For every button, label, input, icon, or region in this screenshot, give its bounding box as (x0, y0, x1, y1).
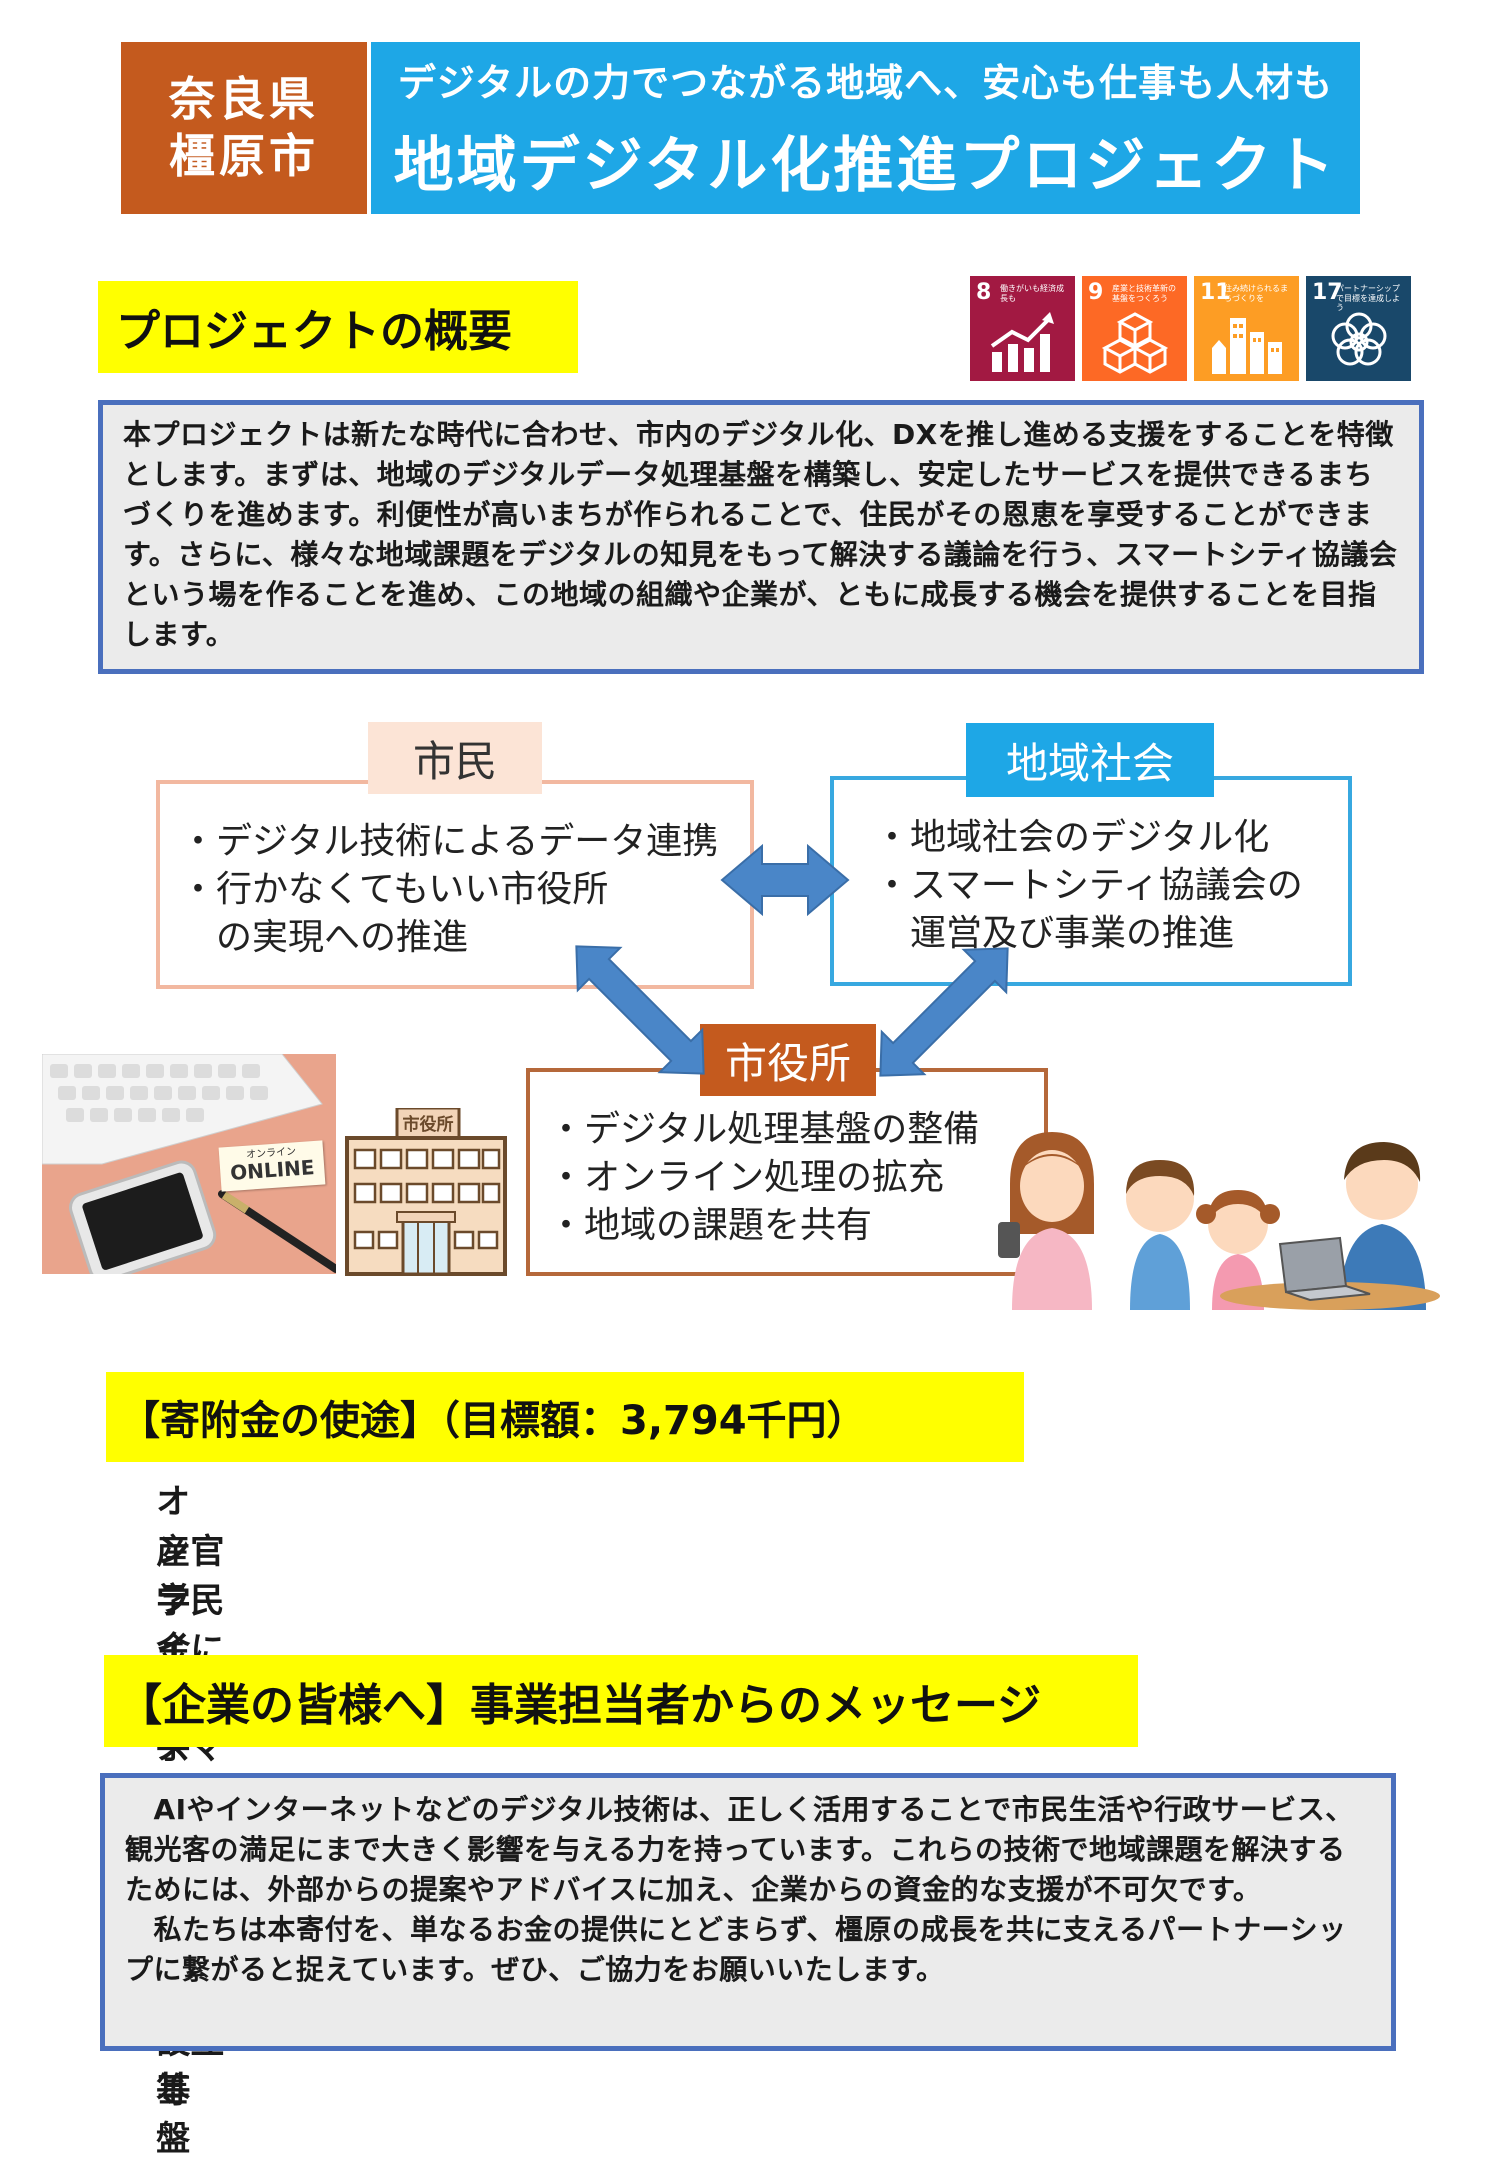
page-title: 地域デジタル化推進プロジェクト (393, 131, 1338, 201)
sdg-label: 住み続けられるまちづくりを (1224, 284, 1288, 303)
online-card-text: ONLINE (229, 1155, 316, 1185)
city-icon (1212, 318, 1282, 374)
online-card: オンライン ONLINE (218, 1140, 326, 1192)
citizens-label-text: 市民 (412, 736, 497, 786)
message-heading-text: 【企業の皆様へ】事業担当者からのメッセージ (118, 1680, 1042, 1731)
sdg-goal-9-icon: 9 産業と技術革新の基盤をつくろう (1082, 276, 1187, 381)
building-sign: 市役所 (402, 1115, 454, 1135)
cityhall-label: 市役所 (700, 1024, 876, 1096)
growth-chart-icon (990, 312, 1054, 372)
cityhall-item: ・地域の課題を共有 (548, 1205, 873, 1246)
overview-text: 本プロジェクトは新たな時代に合わせ、市内のデジタル化、DXを推し進める支援をする… (123, 418, 1398, 651)
building-icon (345, 1106, 507, 1276)
community-items: ・地域社会のデジタル化 ・スマートシティ協議会の 運営及び事業の推進 (874, 814, 1303, 958)
header-prefecture: 奈良県 (169, 71, 319, 126)
family-illustration (990, 1124, 1446, 1310)
community-item: 運営及び事業の推進 (874, 913, 1235, 954)
sdg-number: 17 (1312, 280, 1343, 305)
diagonal-arrow-right-icon (879, 947, 1009, 1077)
cityhall-label-text: 市役所 (724, 1038, 851, 1088)
family-icon (998, 1132, 1440, 1310)
sdg-goal-17-icon: 17 パートナーシップで目標を達成しよう (1306, 276, 1411, 381)
overview-heading: プロジェクトの概要 (98, 281, 578, 373)
citizens-box: ・デジタル技術によるデータ連携 ・行かなくてもいい市役所 の実現への推進 (156, 780, 754, 989)
message-box: AIやインターネットなどのデジタル技術は、正しく活用することで市民生活や行政サー… (100, 1773, 1396, 2051)
citizens-item: の実現への推進 (180, 917, 469, 958)
overview-box: 本プロジェクトは新たな時代に合わせ、市内のデジタル化、DXを推し進める支援をする… (98, 400, 1424, 674)
partnership-flower-icon (1331, 312, 1387, 366)
message-text: AIやインターネットなどのデジタル技術は、正しく活用することで市民生活や行政サー… (125, 1790, 1371, 1990)
cityhall-items: ・デジタル処理基盤の整備 ・オンライン処理の拡充 ・地域の課題を共有 (548, 1106, 979, 1250)
sdg-goal-8-icon: 8 働きがいも経済成長も (970, 276, 1075, 381)
header-subtitle: デジタルの力でつながる地域へ、安心も仕事も人材も (397, 61, 1334, 105)
cubes-icon (1101, 312, 1169, 374)
sdg-label: 働きがいも経済成長も (1000, 284, 1064, 303)
community-label-text: 地域社会 (1005, 738, 1174, 788)
message-heading: 【企業の皆様へ】事業担当者からのメッセージ (104, 1655, 1138, 1747)
community-box: ・地域社会のデジタル化 ・スマートシティ協議会の 運営及び事業の推進 (830, 776, 1352, 986)
cityhall-item: ・オンライン処理の拡充 (548, 1157, 945, 1198)
header-location-block: 奈良県 橿原市 (121, 42, 367, 214)
header-title-block: デジタルの力でつながる地域へ、安心も仕事も人材も 地域デジタル化推進プロジェクト (371, 42, 1360, 214)
double-arrow-icon (720, 843, 850, 917)
sdg-number: 8 (976, 280, 992, 305)
message-paragraph: 私たちは本寄付を、単なるお金の提供にとどまらず、橿原の成長を共に支えるパートナー… (125, 1913, 1347, 1986)
keyboard-phone-illustration (42, 1054, 336, 1274)
donation-heading-text: 【寄附金の使途】（目標額：3,794千円） (120, 1398, 867, 1444)
diagonal-arrow-left-icon (575, 945, 705, 1075)
citizens-item: ・デジタル技術によるデータ連携 (180, 821, 719, 862)
header-city: 橿原市 (169, 129, 319, 183)
citizens-item: ・行かなくてもいい市役所 (180, 869, 609, 910)
online-photo: オンライン ONLINE (42, 1054, 336, 1274)
community-label: 地域社会 (966, 723, 1214, 797)
city-hall-building-illustration: 市役所 (343, 1106, 509, 1278)
overview-heading-text: プロジェクトの概要 (116, 306, 512, 357)
citizens-items: ・デジタル技術によるデータ連携 ・行かなくてもいい市役所 の実現への推進 (180, 818, 718, 962)
sdg-label: 産業と技術革新の基盤をつくろう (1112, 284, 1176, 303)
community-item: ・スマートシティ協議会の (874, 865, 1303, 906)
sdg-goal-11-icon: 11 住み続けられるまちづくりを (1194, 276, 1299, 381)
message-paragraph: AIやインターネットなどのデジタル技術は、正しく活用することで市民生活や行政サー… (125, 1793, 1354, 1906)
citizens-label: 市民 (368, 722, 542, 794)
sdg-number: 9 (1088, 280, 1104, 305)
diagram-arrows (575, 843, 1009, 1077)
donation-heading: 【寄附金の使途】（目標額：3,794千円） (106, 1372, 1024, 1462)
sdg-label: パートナーシップで目標を達成しよう (1336, 284, 1400, 313)
cityhall-item: ・デジタル処理基盤の整備 (548, 1109, 980, 1150)
community-item: ・地域社会のデジタル化 (874, 817, 1270, 858)
sdg-number: 11 (1200, 280, 1231, 305)
